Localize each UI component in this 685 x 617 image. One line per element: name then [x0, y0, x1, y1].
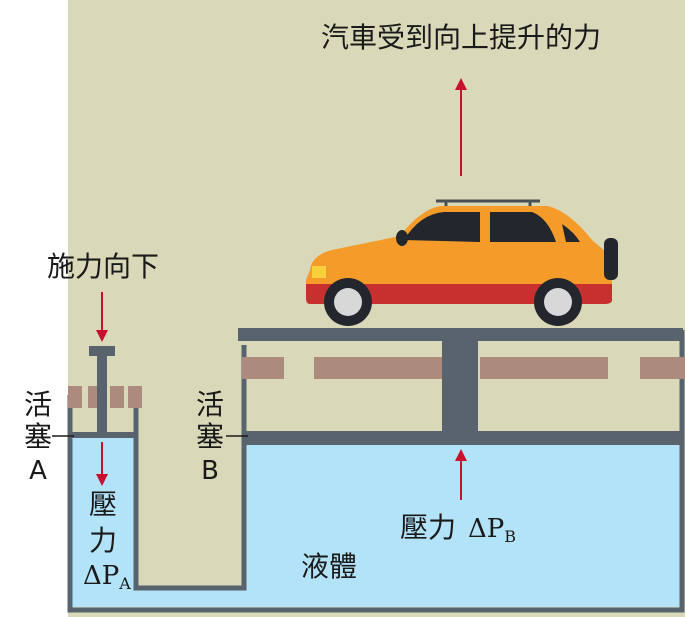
pressure-a-label-1: 壓 [89, 488, 117, 521]
pressure-b-delta: ΔP [468, 514, 504, 544]
piston-a-label-1: 活 [24, 388, 52, 421]
car-icon [306, 199, 618, 326]
pressure-b-word: 壓力 [400, 511, 456, 544]
liquid-label: 液體 [301, 550, 357, 583]
piston-a [72, 346, 134, 438]
piston-b [238, 328, 683, 445]
pressure-a-subscript: A [118, 574, 131, 593]
pressure-a-delta: ΔPA [83, 561, 131, 593]
piston-b-label-3: B [201, 456, 219, 486]
container-outline [67, 330, 685, 613]
pressure-a-label-2: 力 [89, 524, 117, 557]
pressure-b-subscript: B [504, 527, 516, 546]
pressure-a-delta-text: ΔP [83, 561, 119, 591]
piston-a-label-2: 塞 [24, 420, 52, 453]
floor-tiles [68, 357, 685, 408]
piston-b-label-1: 活 [196, 388, 224, 421]
applied-force-label: 施力向下 [47, 250, 159, 283]
piston-a-label-3: A [29, 456, 47, 486]
piston-b-label-2: 塞 [196, 420, 224, 453]
liquid-body [72, 437, 680, 607]
pressure-b-label: 壓力 ΔPB [400, 511, 516, 546]
left-margin [0, 0, 68, 617]
top-force-label: 汽車受到向上提升的力 [321, 21, 601, 54]
